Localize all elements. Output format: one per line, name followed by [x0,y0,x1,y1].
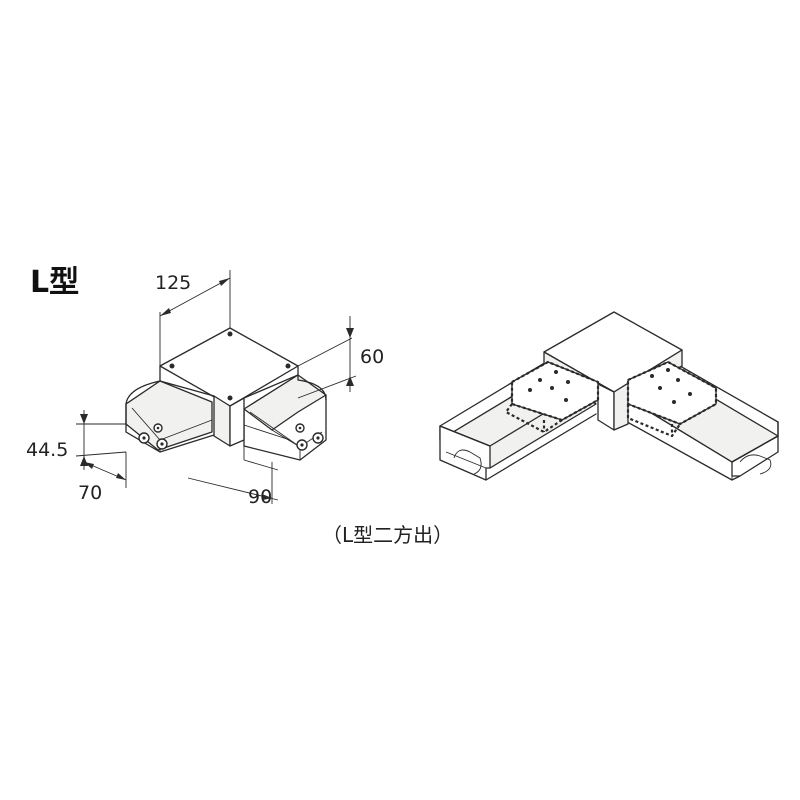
dimension-side-depth: 70 [78,452,127,504]
l-type-part-drawing: 125 60 44.5 70 [26,270,384,508]
dimension-side-height: 44.5 [26,410,127,466]
central-box [159,327,299,447]
dimension-label-125: 125 [155,272,191,294]
dimension-label-44-5: 44.5 [26,439,68,461]
left-coupler [504,360,600,434]
dimension-label-70: 70 [78,482,102,504]
bolts [138,423,324,451]
installed-assembly-drawing [439,311,779,481]
diagram-title: L型 [30,265,79,300]
right-coupler [626,360,718,438]
dimension-label-60: 60 [360,346,384,368]
left-branch [125,366,215,453]
dimension-branch-width: 90 [187,446,279,508]
dimension-height: 60 [297,316,384,399]
diagram-caption: （L型二方出） [322,523,453,547]
dimension-top-width: 125 [155,270,231,366]
dimension-label-90: 90 [248,486,272,508]
